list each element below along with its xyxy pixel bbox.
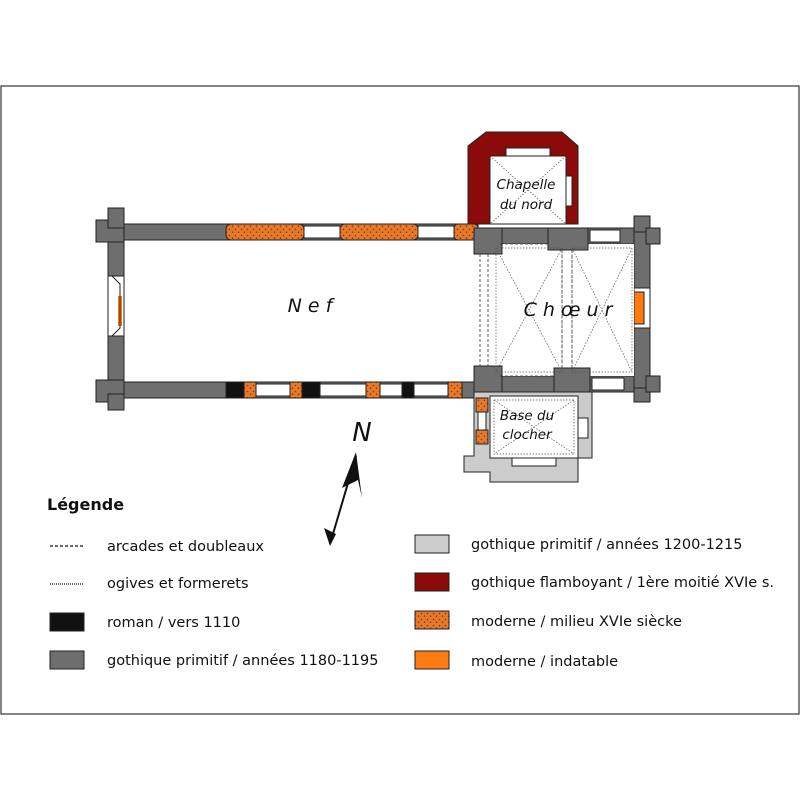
frame-border	[0, 85, 800, 715]
chapel-label-line2: du nord	[500, 197, 553, 213]
tower-ribs	[493, 399, 575, 455]
north-arrow-tail	[324, 528, 336, 546]
legend-label-moderne-xvie: moderne / milieu XVIe siècke	[471, 614, 682, 630]
choir-ribs	[495, 247, 633, 373]
nave-north-modern-2	[339, 223, 419, 241]
legend: Légende arcades et doubleaux ogives et f…	[47, 495, 774, 670]
nave-south-window-3	[379, 383, 403, 397]
nave-south-window-1	[255, 383, 291, 397]
pier-nw	[473, 227, 503, 255]
legend-label-gothic-1200: gothique primitif / années 1200-1215	[471, 537, 742, 553]
choir-arcades	[479, 243, 573, 377]
nave-south-roman-2	[301, 381, 321, 399]
buttress-se2	[645, 375, 661, 393]
north-letter: N	[352, 418, 371, 448]
north-arrow: N	[324, 418, 372, 546]
tower-south-opening	[511, 457, 557, 467]
chapel-east-window	[565, 175, 573, 207]
tower-west-modern-2	[475, 429, 489, 445]
legend-swatch-gothic-1180	[49, 650, 85, 670]
nave	[95, 207, 479, 411]
tower-label-line1: Base du	[500, 408, 554, 424]
legend-swatch-gothic-1200	[414, 534, 450, 554]
choir	[473, 215, 661, 403]
nave-south-roman-3	[401, 381, 415, 399]
pier-n-mid	[547, 227, 589, 251]
north-chapel	[467, 131, 579, 225]
chapel-rib-2	[489, 155, 567, 225]
choir-north-window	[589, 229, 621, 243]
tower-west-window	[477, 411, 487, 431]
legend-swatch-flamboyant	[414, 572, 450, 592]
choir-east-window-orange	[633, 291, 645, 325]
nave-south-window-2	[319, 383, 367, 397]
legend-label-ogives: ogives et formerets	[107, 576, 249, 592]
pier-sw	[473, 365, 503, 393]
west-window-jamb	[111, 275, 121, 337]
legend-label-roman: roman / vers 1110	[107, 615, 240, 631]
nave-south-modern-4	[447, 381, 463, 399]
tower-west-modern-1	[475, 397, 489, 413]
buttress-nw2	[107, 207, 125, 229]
tower-east-window	[577, 417, 589, 439]
legend-swatch-moderne-indatable	[414, 650, 450, 670]
legend-swatch-moderne-xvie	[414, 610, 450, 630]
nave-north-window-2	[417, 225, 455, 239]
buttress-sw2	[107, 393, 125, 411]
nave-south-modern-3	[365, 381, 381, 399]
chapel-label-line1: Chapelle	[497, 177, 556, 193]
chapel-north-window	[505, 147, 551, 157]
nave-south-modern-1	[243, 381, 257, 399]
legend-label-flamboyant: gothique flamboyant / 1ère moitié XVIe s…	[471, 575, 774, 591]
nave-south-modern-2	[289, 381, 303, 399]
nave-south-roman-1	[225, 381, 245, 399]
buttress-ne2	[645, 227, 661, 245]
legend-label-arcades: arcades et doubleaux	[107, 539, 264, 555]
choir-south-window	[591, 377, 625, 391]
legend-swatch-roman	[49, 612, 85, 632]
nave-north-modern-1	[225, 223, 305, 241]
legend-label-gothic-1180: gothique primitif / années 1180-1195	[107, 653, 378, 669]
choir-label: C h œ u r	[524, 299, 614, 321]
chapel-rib-1	[489, 155, 567, 225]
nave-south-window-4	[413, 383, 449, 397]
legend-label-moderne-indatable: moderne / indatable	[471, 654, 618, 670]
legend-title: Légende	[47, 495, 124, 514]
north-arrow-head	[342, 452, 362, 498]
nave-north-window-1	[303, 225, 341, 239]
tower-label-line2: clocher	[502, 427, 553, 443]
nave-label: N e f	[288, 295, 336, 317]
tower-base	[463, 391, 593, 483]
choir-interior	[478, 244, 634, 376]
